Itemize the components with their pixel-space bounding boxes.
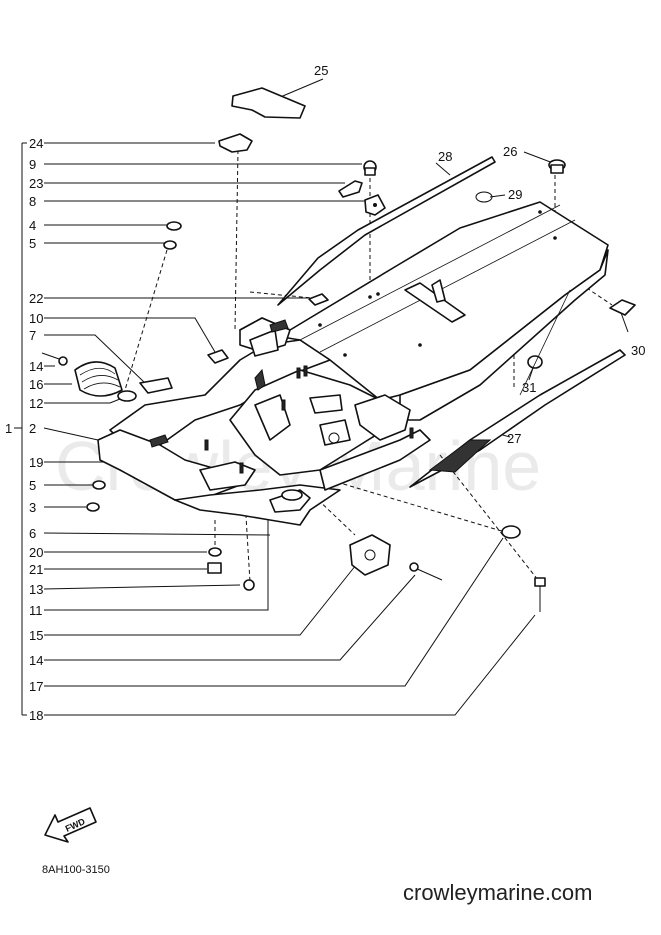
diagram-code: 8AH100-3150 [42, 864, 110, 876]
part-26-cap [548, 159, 566, 174]
left-label-18: 18 [29, 708, 43, 723]
part-28-strip [277, 156, 496, 306]
left-label-12: 12 [29, 396, 43, 411]
part-14-bolt-lower [409, 562, 443, 581]
label-30: 30 [631, 343, 645, 358]
left-label-16: 16 [29, 377, 43, 392]
left-label-19: 19 [29, 455, 43, 470]
left-label-14: 14 [29, 653, 43, 668]
left-label-13: 13 [29, 582, 43, 597]
group-label: 1 [5, 421, 12, 436]
left-label-17: 17 [29, 679, 43, 694]
part-5-grommet-upper [163, 240, 177, 250]
part-4-grommet [166, 221, 182, 231]
left-label-column: 24 9 23 8 4 5 22 10 7 14 16 12 2 19 5 3 6 20 21 13 11 15 14 17 1… [29, 136, 43, 723]
part-30-bracket [609, 299, 636, 316]
part-10-pad [207, 349, 229, 364]
left-label-8: 8 [29, 194, 36, 209]
part-7-bracket [139, 377, 173, 394]
part-25-pad [231, 87, 306, 119]
left-label-4: 4 [29, 218, 36, 233]
part-20-washer [208, 547, 222, 557]
left-label-14: 14 [29, 359, 43, 374]
left-label-10: 10 [29, 311, 43, 326]
part-5-grommet-lower [92, 480, 106, 490]
part-8-bracket [364, 194, 386, 216]
part-31-grommet [527, 355, 543, 369]
part-18-rivet [534, 577, 546, 612]
label-31: 31 [522, 380, 536, 395]
left-label-23: 23 [29, 176, 43, 191]
left-label-11: 11 [29, 603, 43, 618]
label-27: 27 [507, 431, 521, 446]
leader-lines [43, 78, 629, 716]
left-label-21: 21 [29, 562, 43, 577]
part-16-coil [74, 361, 123, 397]
part-3-grommet [86, 502, 100, 512]
left-label-20: 20 [29, 545, 43, 560]
left-label-2: 2 [29, 421, 36, 436]
part-9-cap [363, 160, 377, 176]
left-label-3: 3 [29, 500, 36, 515]
left-label-7: 7 [29, 328, 36, 343]
left-label-5: 5 [29, 478, 36, 493]
left-label-15: 15 [29, 628, 43, 643]
left-label-24: 24 [29, 136, 43, 151]
part-13-clip [243, 579, 255, 591]
part-21-nut [207, 562, 222, 574]
part-14-bolt-upper [41, 352, 68, 366]
label-25: 25 [314, 63, 328, 78]
left-label-6: 6 [29, 526, 36, 541]
label-26: 26 [503, 144, 517, 159]
website-url: crowleymarine.com [403, 880, 593, 905]
left-label-9: 9 [29, 157, 36, 172]
part-29-ring [475, 191, 493, 203]
left-label-22: 22 [29, 291, 43, 306]
tunnel-frame [97, 201, 609, 526]
part-27-strip [409, 289, 626, 488]
part-15-bracket [349, 534, 391, 576]
fwd-arrow-icon: FWD [44, 807, 97, 843]
part-12-washer [117, 390, 137, 402]
group-bracket: 1 [5, 142, 27, 716]
label-28: 28 [438, 149, 452, 164]
left-label-5: 5 [29, 236, 36, 251]
part-23-plate [338, 180, 363, 198]
label-29: 29 [508, 187, 522, 202]
part-24-pad [218, 133, 253, 153]
part-17-cap [501, 525, 521, 539]
part-22-pad [308, 293, 329, 306]
